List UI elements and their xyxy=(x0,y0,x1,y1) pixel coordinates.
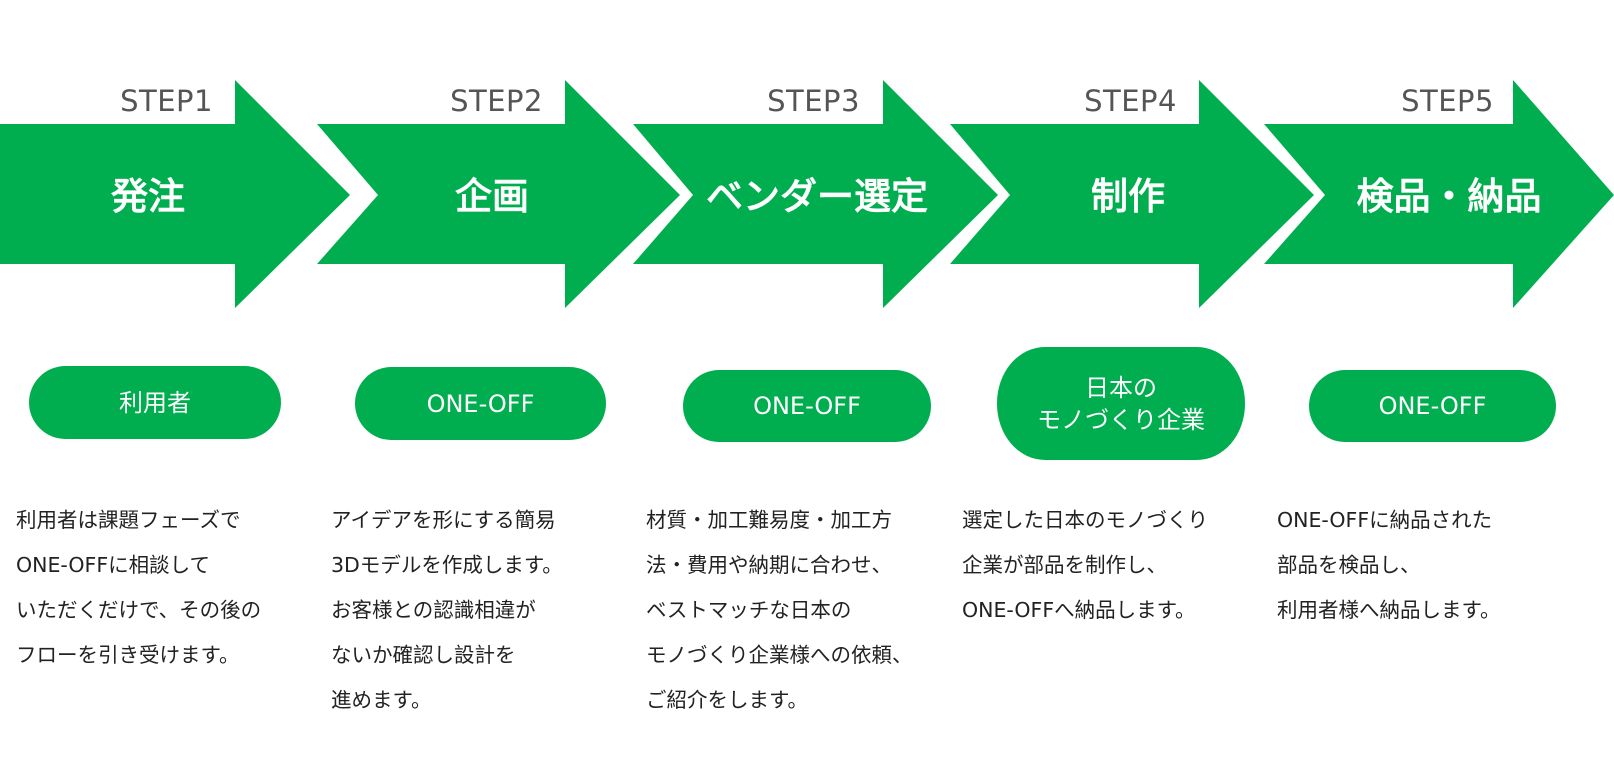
description-line: ONE-OFFに納品された xyxy=(1277,508,1493,532)
actor-label: ONE-OFF xyxy=(1378,392,1487,420)
description-line: 選定した日本のモノづくり xyxy=(962,508,1208,532)
step-label-1: STEP1 xyxy=(120,84,213,118)
description-line: 進めます。 xyxy=(331,688,432,712)
step-title-4: 制作 xyxy=(1091,175,1165,218)
actor-pill-2: ONE-OFF xyxy=(355,367,606,440)
description-line: 3Dモデルを作成します。 xyxy=(331,553,563,577)
step-description-2: アイデアを形にする簡易 3Dモデルを作成します。 お客様との認識相違が ないか確… xyxy=(331,498,641,723)
description-line: 企業が部品を制作し、 xyxy=(962,553,1167,577)
description-line: 部品を検品し、 xyxy=(1277,553,1421,577)
step-description-4: 選定した日本のモノづくり 企業が部品を制作し、 ONE-OFFへ納品します。 xyxy=(962,498,1272,633)
description-line: 利用者様へ納品します。 xyxy=(1277,598,1501,622)
description-line: 材質・加工難易度・加工方 xyxy=(646,508,892,532)
description-line: ONE-OFFに相談して xyxy=(16,553,210,577)
step-title-3: ベンダー選定 xyxy=(706,175,928,218)
description-line: ないか確認し設計を xyxy=(331,643,516,667)
step-arrow-1 xyxy=(0,80,350,308)
step-arrow-3 xyxy=(633,80,998,308)
description-line: モノづくり企業様への依頼、 xyxy=(646,643,913,667)
step-description-5: ONE-OFFに納品された 部品を検品し、 利用者様へ納品します。 xyxy=(1277,498,1587,633)
step-label-4: STEP4 xyxy=(1084,84,1177,118)
description-line: 法・費用や納期に合わせ、 xyxy=(646,553,892,577)
step-arrow-5 xyxy=(1264,80,1614,308)
step-arrow-2 xyxy=(317,80,680,308)
description-line: いただくだけで、その後の xyxy=(16,598,262,622)
description-line: ベストマッチな日本の xyxy=(646,598,852,622)
step-description-3: 材質・加工難易度・加工方 法・費用や納期に合わせ、 ベストマッチな日本の モノづ… xyxy=(646,498,956,723)
step-title-5: 検品・納品 xyxy=(1356,175,1542,218)
description-line: お客様との認識相違が xyxy=(331,598,536,622)
description-line: フローを引き受けます。 xyxy=(16,643,240,667)
actor-pill-5: ONE-OFF xyxy=(1309,370,1556,442)
description-line: アイデアを形にする簡易 xyxy=(331,508,556,532)
step-label-2: STEP2 xyxy=(450,84,543,118)
step-arrow-4 xyxy=(950,80,1314,308)
actor-label: ONE-OFF xyxy=(426,389,535,418)
actor-pill-1: 利用者 xyxy=(29,366,281,439)
step-title-2: 企画 xyxy=(455,175,529,218)
description-line: ONE-OFFへ納品します。 xyxy=(962,598,1196,622)
actor-label-line: モノづくり企業 xyxy=(1037,405,1205,434)
step-label-5: STEP5 xyxy=(1401,84,1494,118)
step-label-3: STEP3 xyxy=(767,84,860,118)
step-description-1: 利用者は課題フェーズで ONE-OFFに相談して いただくだけで、その後の フロ… xyxy=(16,498,326,678)
actor-label-line: 日本の xyxy=(1085,373,1157,402)
description-line: ご紹介をします。 xyxy=(646,688,808,712)
step-title-1: 発注 xyxy=(111,175,185,218)
actor-pill-3: ONE-OFF xyxy=(683,370,931,442)
actor-pill-4: 日本の モノづくり企業 xyxy=(997,347,1245,460)
actor-label: ONE-OFF xyxy=(753,392,861,420)
description-line: 利用者は課題フェーズで xyxy=(16,508,241,532)
actor-label: 利用者 xyxy=(119,388,191,417)
actor-label: 日本の モノづくり企業 xyxy=(1037,372,1205,436)
